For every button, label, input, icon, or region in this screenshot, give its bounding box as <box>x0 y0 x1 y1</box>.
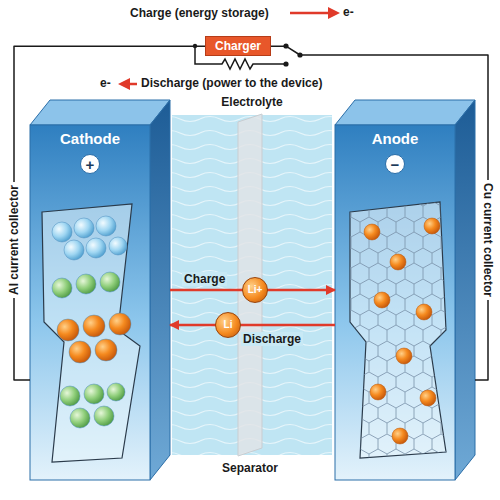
lithium-ion-ball: Li+ <box>242 277 268 303</box>
polarity-sign: − <box>385 154 405 174</box>
charger-label: Charger <box>215 39 261 53</box>
cathode-electrode: Cathode + <box>30 100 170 480</box>
anode-electrode: Anode − <box>335 100 475 480</box>
electron-arrows <box>118 7 340 90</box>
circuit-wire <box>271 46 488 380</box>
ion-flow-arrow <box>170 324 335 327</box>
current-collector-label: Cu current collector <box>480 180 496 300</box>
current-collector-label: Al current collector <box>6 182 22 298</box>
electron-symbol: e- <box>100 76 111 90</box>
electron-symbol: e- <box>343 5 354 19</box>
circuit-wire <box>14 46 205 380</box>
ion-label: Li+ <box>243 278 267 302</box>
polarity-sign: + <box>80 154 100 174</box>
charge-caption: Charge (energy storage) <box>130 6 269 20</box>
flow-label: Charge <box>182 272 227 286</box>
cathode-block <box>30 100 170 480</box>
electrolyte-bath <box>172 114 332 456</box>
atom-label: Li <box>216 313 240 337</box>
lithium-atom-ball: Li <box>215 312 241 338</box>
electrode-name: Cathode <box>30 130 150 147</box>
separator-label: Separator <box>222 461 278 475</box>
charger-box: Charger <box>205 36 271 56</box>
electrolyte-region: ElectrolyteLi+Li <box>172 92 332 455</box>
discharge-caption: Discharge (power to the device) <box>141 76 322 90</box>
electrolyte-label: Electrolyte <box>172 95 332 109</box>
anode-block <box>335 100 475 480</box>
flow-label: Discharge <box>241 332 303 346</box>
electrode-name: Anode <box>335 130 455 147</box>
